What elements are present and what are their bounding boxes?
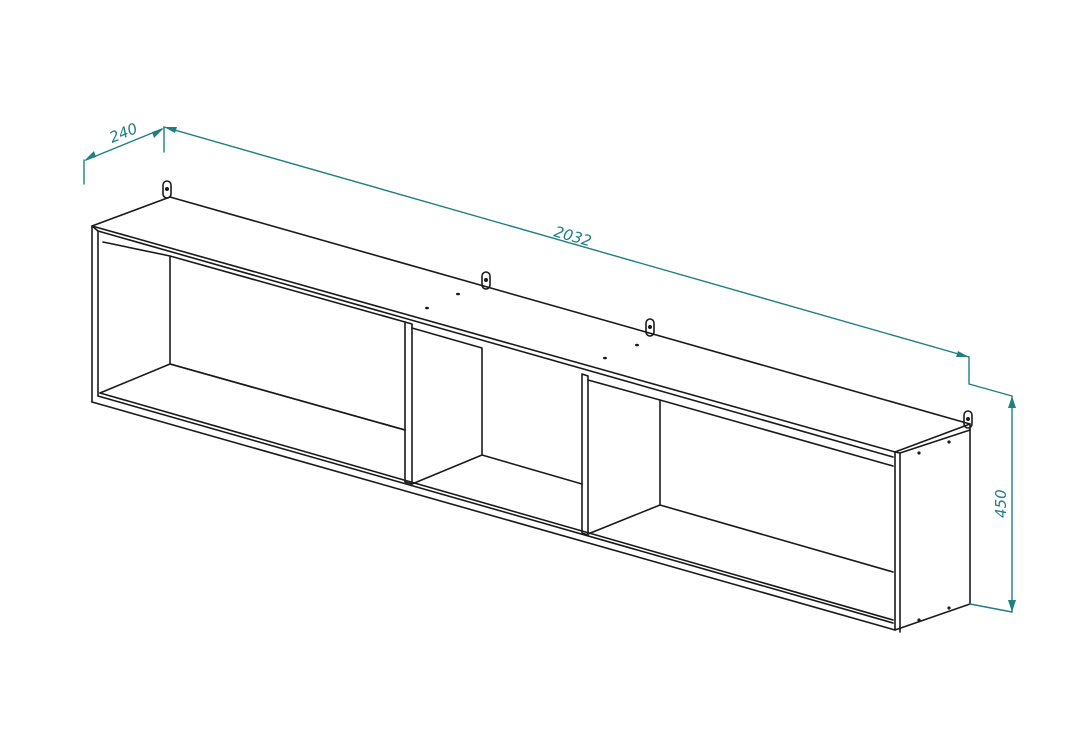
divider-right [581,373,589,536]
right-side-panel [894,423,971,633]
hanging-bracket-right [963,410,973,429]
length-dimension: 2032 [163,126,1013,397]
shelf-unit [91,180,973,633]
divider-left [404,321,413,485]
left-compartment-back [102,241,406,431]
right-compartment-back [587,379,894,573]
hanging-bracket-middle-right [645,318,655,337]
depth-label: 240 [107,119,140,146]
front-bottom-edge [97,395,894,624]
screw-holes-top [425,292,639,360]
left-side-panel [91,225,99,403]
depth-dimension: 240 [83,119,165,185]
middle-compartment-back [411,327,583,485]
top-panel-front-edge [97,230,894,458]
bottom-panel-back-edge [99,363,406,431]
hanging-bracket-left [162,180,172,199]
height-dimension: 450 [969,395,1016,613]
length-label: 2032 [552,223,594,251]
height-label: 450 [992,489,1010,518]
hanging-bracket-middle-left [481,271,491,290]
top-panel [91,196,971,453]
dimension-annotations: 240 2032 450 [83,119,1016,613]
bottom-panel-inner-edge [99,392,894,621]
right-side-panel-top [899,429,971,454]
bottom-panel [91,401,896,631]
screw-holes-side [917,440,951,622]
